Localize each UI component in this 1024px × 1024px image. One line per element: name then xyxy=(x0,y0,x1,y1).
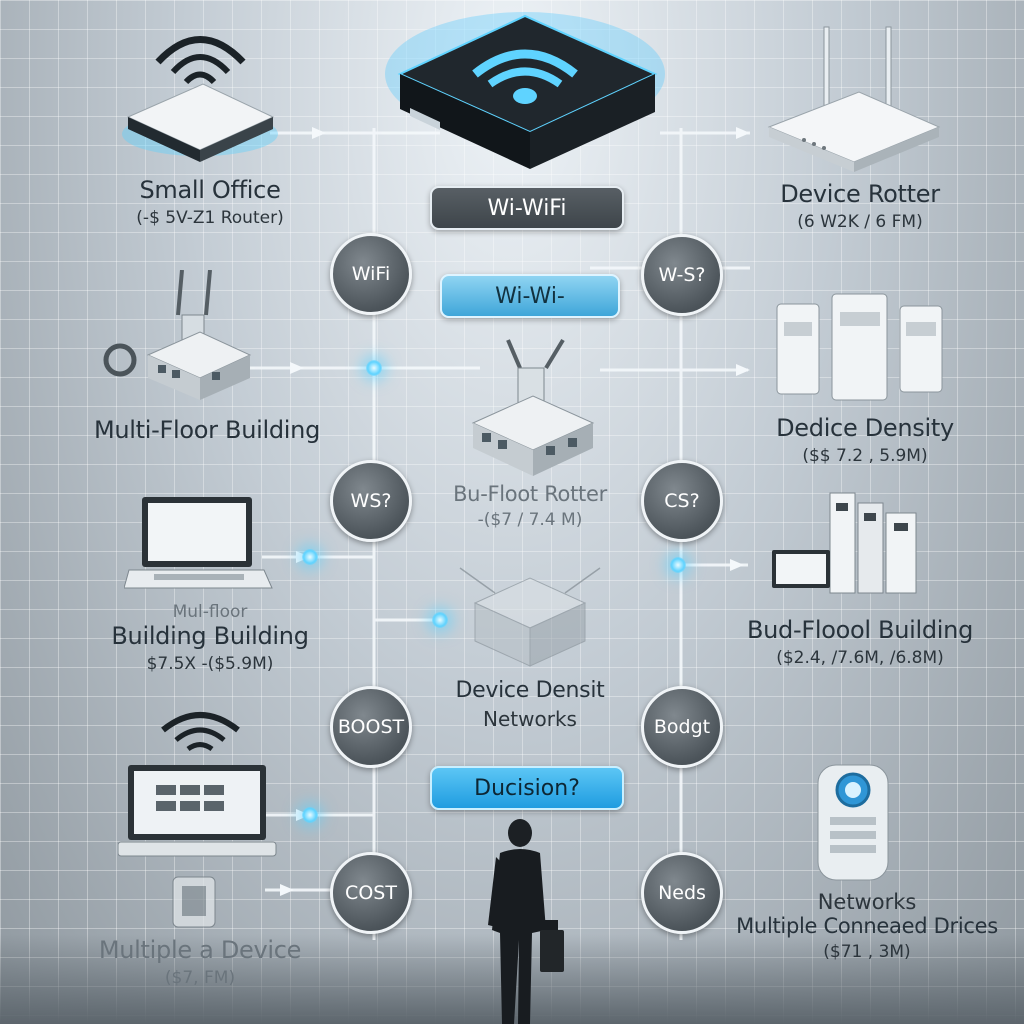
node-label: CS? xyxy=(664,490,700,512)
node-right-1[interactable]: W-S? xyxy=(641,234,723,316)
label-multiple-connected: Networks Multiple Conneaed Drices ($71 ,… xyxy=(714,886,1020,962)
wifi-laptop-icon xyxy=(118,712,277,857)
glow-dot xyxy=(302,807,318,823)
wifi-main-pill[interactable]: Wi-WiFi xyxy=(430,186,624,230)
network-building-icon xyxy=(459,567,601,667)
label-dedice-density: Dedice Density ($$ 7.2 , 5.9M) xyxy=(740,414,990,466)
node-label: Neds xyxy=(658,882,706,904)
label-sub: (6 W2K / 6 FM) xyxy=(797,212,923,232)
label-sub: -($7 / 7.4 M) xyxy=(477,510,583,530)
node-right-2[interactable]: CS? xyxy=(641,460,723,542)
glow-dot xyxy=(302,549,318,565)
label-title: Multiple a Device xyxy=(98,936,302,964)
label-upper: Networks xyxy=(817,890,917,914)
label-small-office: Small Office (-$ 5V-Z1 Router) xyxy=(90,176,330,228)
router-antenna-icon xyxy=(767,26,941,172)
building-icon xyxy=(471,338,595,476)
glow-dot xyxy=(432,612,448,628)
label-title: Multiple Conneaed Drices xyxy=(736,914,998,938)
label-sub: ($7, FM) xyxy=(164,968,236,988)
label-sub: ($71 , 3M) xyxy=(823,942,911,962)
label-sub: $7.5X -($5.9M) xyxy=(146,654,274,674)
label-title: Small Office xyxy=(139,176,281,204)
label-sub: Networks xyxy=(483,707,577,731)
label-bud-floool: Bud-Floool Building ($2.4, /7.6M, /6.8M) xyxy=(720,616,1000,668)
label-title: Device Rotter xyxy=(780,180,940,208)
wifi-sub-pill-label: Wi-Wi- xyxy=(495,283,565,309)
node-label: W-S? xyxy=(658,264,706,286)
node-left-1[interactable]: WiFi xyxy=(330,233,412,315)
node-left-2[interactable]: WS? xyxy=(330,460,412,542)
label-title: Dedice Density xyxy=(776,414,954,442)
label-title: Device Densit xyxy=(455,678,605,703)
device-panels-icon xyxy=(776,293,943,401)
label-title: Bu-Floot Rotter xyxy=(453,482,607,506)
label-title: Building Building xyxy=(111,622,309,650)
label-sub: ($2.4, /7.6M, /6.8M) xyxy=(776,648,944,668)
node-label: WS? xyxy=(350,490,392,512)
device-icon xyxy=(172,876,216,928)
node-label: BOOST xyxy=(337,716,405,738)
node-left-3[interactable]: BOOST xyxy=(330,686,412,768)
label-center-router: Bu-Floot Rotter -($7 / 7.4 M) xyxy=(420,482,640,530)
wifi-sub-pill[interactable]: Wi-Wi- xyxy=(440,274,620,318)
node-left-4[interactable]: COST xyxy=(330,852,412,934)
label-title: Bud-Floool Building xyxy=(746,616,974,644)
node-label: WiFi xyxy=(351,263,391,285)
businessman-figure xyxy=(488,819,564,1024)
node-label: Bodgt xyxy=(653,716,711,738)
label-faint: Mul-floor xyxy=(172,602,248,622)
wifi-main-pill-label: Wi-WiFi xyxy=(487,195,567,221)
label-multi-floor: Multi-Floor Building xyxy=(62,416,352,444)
glow-dot xyxy=(670,557,686,573)
building-icon xyxy=(103,270,252,400)
laptop-icon xyxy=(124,497,273,589)
label-title: Multi-Floor Building xyxy=(93,416,321,444)
label-device-rotter: Device Rotter (6 W2K / 6 FM) xyxy=(740,180,980,232)
label-sub: ($$ 7.2 , 5.9M) xyxy=(802,446,928,466)
label-sub: (-$ 5V-Z1 Router) xyxy=(136,208,284,228)
label-building: Mul-floor Building Building $7.5X -($5.9… xyxy=(80,598,340,674)
router-tower-icon xyxy=(817,764,889,881)
node-label: COST xyxy=(345,882,397,904)
node-right-3[interactable]: Bodgt xyxy=(641,686,723,768)
node-right-4[interactable]: Neds xyxy=(641,852,723,934)
wifi-router-icon xyxy=(385,12,665,169)
label-center-density: Device Densit Networks xyxy=(420,678,640,731)
router-icon xyxy=(122,36,278,162)
laptop-buildings-icon xyxy=(772,492,917,594)
decision-pill-label: Ducision? xyxy=(474,775,580,801)
decision-pill[interactable]: Ducision? xyxy=(430,766,624,810)
label-multiple-device: Multiple a Device ($7, FM) xyxy=(80,936,320,988)
glow-dot xyxy=(366,360,382,376)
